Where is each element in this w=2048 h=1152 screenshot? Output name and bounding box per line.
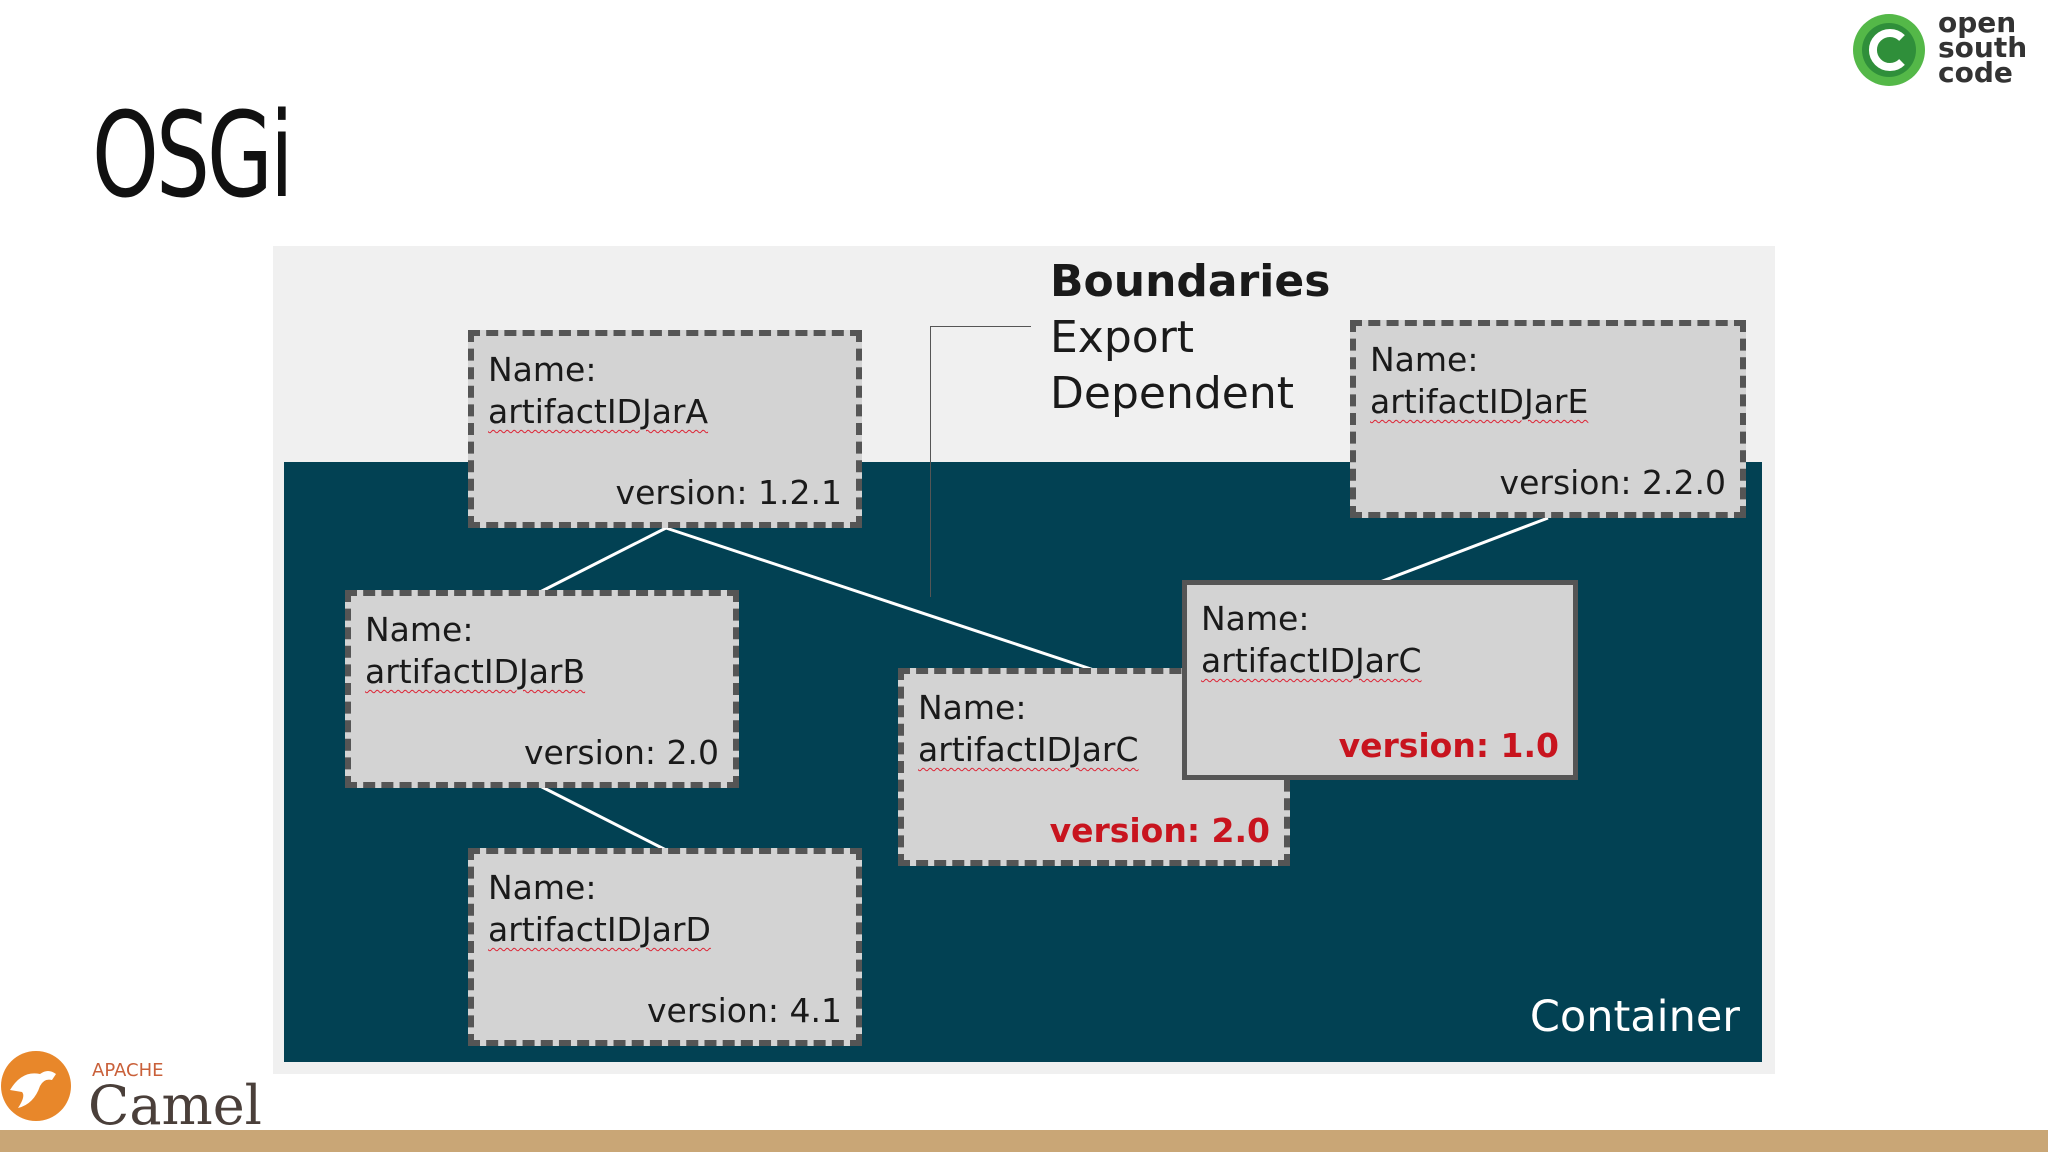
link-a-b: [539, 526, 667, 594]
bundle-version: version: 2.0: [524, 733, 719, 772]
link-b-d: [539, 784, 667, 852]
bundle-jar-b: Name: artifactIDJarB version: 2.0: [345, 590, 739, 788]
legend-boundaries: Boundaries: [1050, 256, 1331, 307]
bundle-jar-c-v1: Name: artifactIDJarC version: 1.0: [1182, 580, 1578, 780]
bundle-jar-c-v2: Name: artifactIDJarC version: 2.0: [898, 668, 1290, 866]
osc-line-2: south: [1938, 31, 2028, 64]
container-label: Container: [1529, 992, 1740, 1042]
bundle-version-conflict: version: 1.0: [1338, 726, 1559, 765]
bundle-artifact-id: artifactIDJarB: [365, 652, 586, 691]
link-e-c1: [1379, 516, 1549, 584]
legend-bracket: [930, 326, 1031, 597]
bundle-artifact-id: artifactIDJarC: [918, 730, 1139, 769]
bundle-jar-a: Name: artifactIDJarA version: 1.2.1: [468, 330, 862, 528]
footer-bar: [0, 1130, 2048, 1152]
bundle-artifact-id: artifactIDJarD: [488, 910, 711, 949]
apache-wordmark: APACHE: [92, 1060, 164, 1081]
bundle-name-label: Name:: [1370, 340, 1479, 379]
legend: Boundaries Export Dependent: [1050, 254, 1330, 422]
open-south-code-icon: [1853, 14, 1925, 86]
bundle-version: version: 4.1: [647, 991, 842, 1030]
bundle-name-label: Name:: [918, 688, 1027, 727]
osc-line-1: open: [1938, 6, 2017, 39]
bundle-name-label: Name:: [488, 868, 597, 907]
bundle-name-label: Name:: [1201, 599, 1310, 638]
camel-icon: [1, 1051, 71, 1121]
legend-export: Export: [1050, 312, 1195, 363]
bundle-version: version: 1.2.1: [615, 473, 842, 512]
bundle-name-label: Name:: [365, 610, 474, 649]
legend-dependent: Dependent: [1050, 368, 1294, 419]
bundle-artifact-id: artifactIDJarC: [1201, 641, 1422, 680]
bundle-jar-e: Name: artifactIDJarE version: 2.2.0: [1350, 320, 1746, 518]
bundle-version-conflict: version: 2.0: [1049, 811, 1270, 850]
bundle-name-label: Name:: [488, 350, 597, 389]
bundle-version: version: 2.2.0: [1499, 463, 1726, 502]
camel-wordmark: Camel: [88, 1074, 262, 1137]
slide-title: OSGi: [92, 86, 294, 224]
link-a-c2: [665, 526, 1095, 672]
osc-line-3: code: [1938, 56, 2013, 89]
bundle-jar-d: Name: artifactIDJarD version: 4.1: [468, 848, 862, 1046]
bundle-artifact-id: artifactIDJarE: [1370, 382, 1589, 421]
bundle-artifact-id: artifactIDJarA: [488, 392, 709, 431]
